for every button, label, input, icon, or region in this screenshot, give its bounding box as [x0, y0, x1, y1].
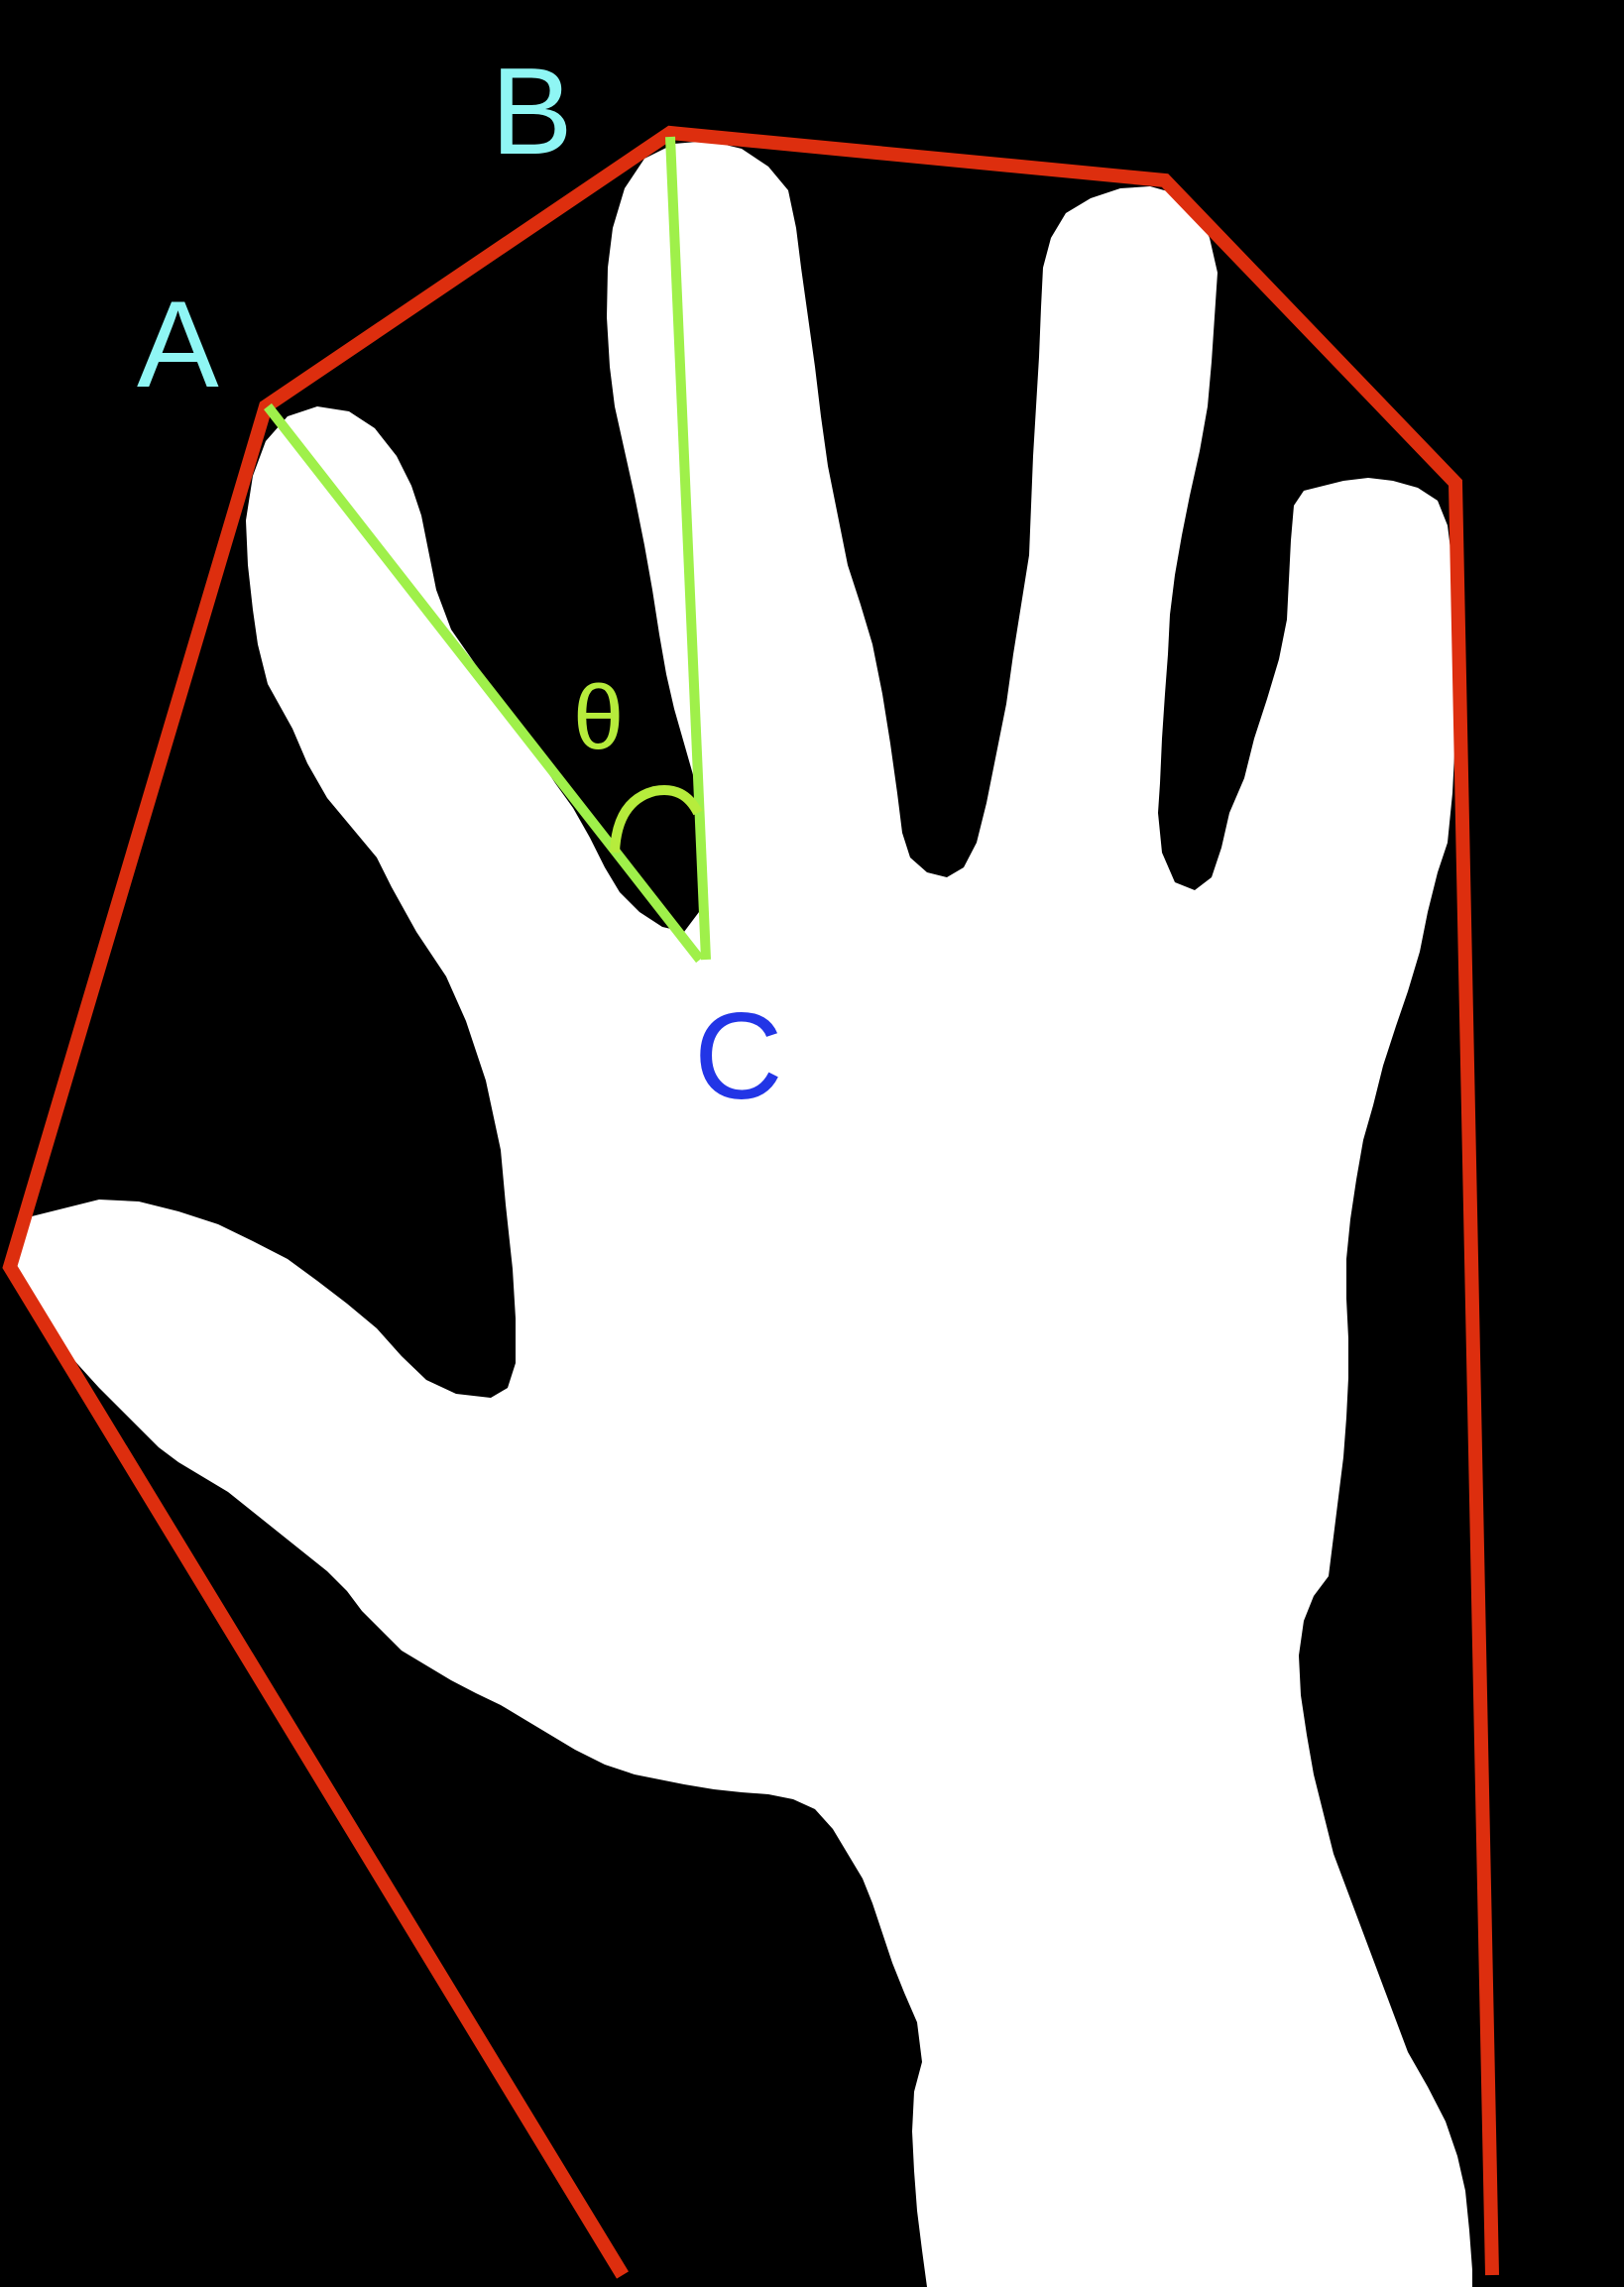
line-c-to-b: [665, 136, 711, 961]
label-angle-theta: θ: [573, 667, 624, 768]
label-point-c: C: [694, 988, 783, 1125]
angle-arc: [610, 785, 703, 854]
line-c-to-a: [264, 402, 704, 964]
label-point-b: B: [491, 44, 573, 180]
hand-silhouette: [15, 141, 1472, 2287]
convex-hull: [2, 125, 1499, 2279]
label-point-a: A: [137, 277, 219, 413]
